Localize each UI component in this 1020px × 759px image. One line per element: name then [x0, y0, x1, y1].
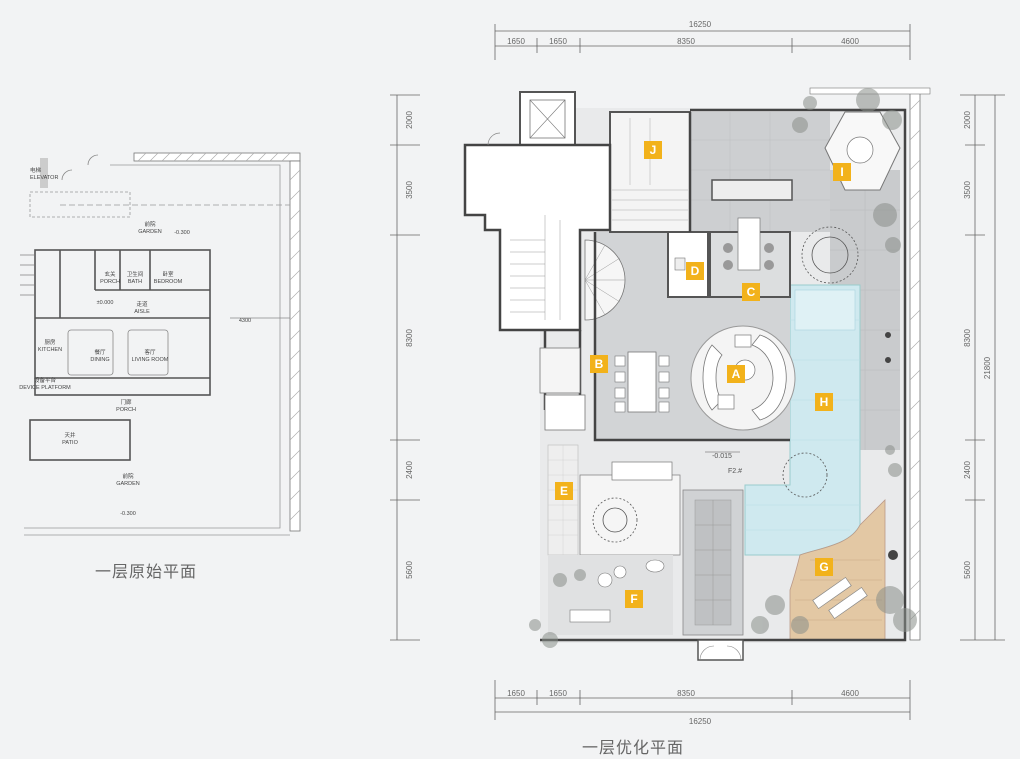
orig-porch2-cn: 门廊 — [120, 398, 132, 406]
dim-top-seg-1: 1650 — [507, 37, 525, 46]
orig-patio-en: PATIO — [62, 440, 78, 446]
dim-bottom-seg-1: 1650 — [507, 689, 525, 698]
dim-bottom-seg-2: 1650 — [549, 689, 567, 698]
orig-living-cn: 客厅 — [144, 348, 156, 356]
dim-bottom-total: 16250 — [689, 717, 712, 726]
orig-device-cn: 设备平台 — [34, 376, 57, 384]
orig-aisle-cn: 走道 — [136, 300, 148, 308]
dim-right-seg-2: 3500 — [963, 181, 972, 199]
orig-kitchen-cn: 厨房 — [44, 338, 56, 346]
caption-optimized-plan: 一层优化平面 — [582, 738, 685, 757]
orig-kitchen-en: KITCHEN — [38, 347, 62, 353]
orig-bath-cn: 卫生间 — [127, 270, 144, 278]
room-tag-e: E — [555, 482, 573, 500]
orig-elevator-cn: 电梯 — [30, 166, 42, 174]
orig-garden-top-en: GARDEN — [138, 229, 162, 235]
orig-device-en: DEVICE PLATFORM — [19, 385, 71, 391]
room-tag-d: D — [686, 262, 704, 280]
opt-tree-courtyard — [592, 497, 638, 543]
dim-right-seg-5: 5600 — [963, 561, 972, 579]
dim-right-total: 21800 — [983, 356, 992, 379]
opt-right-boundary-wall — [909, 91, 921, 641]
orig-bath-en: BATH — [128, 279, 142, 285]
orig-dim-4300: 4300 — [239, 318, 251, 324]
orig-garden-bottom-en: GARDEN — [116, 481, 140, 487]
dim-top-seg-2: 1650 — [549, 37, 567, 46]
room-tag-i: I — [833, 163, 851, 181]
orig-porch-en: PORCH — [100, 279, 120, 285]
dim-bottom-seg-3: 8350 — [677, 689, 695, 698]
dim-top-total: 16250 — [689, 20, 712, 29]
orig-level-zero: ±0.000 — [97, 300, 114, 306]
opt-level-main: -0.015 — [712, 453, 732, 460]
dim-left-seg-1: 2000 — [405, 111, 414, 129]
opt-tree-top-right — [801, 226, 859, 284]
room-tag-b: B — [590, 355, 608, 373]
dim-left-seg-2: 3500 — [405, 181, 414, 199]
opt-room-b-counter — [539, 347, 581, 394]
orig-bedroom-cn: 卧室 — [162, 270, 174, 278]
room-tag-c: C — [742, 283, 760, 301]
orig-living-en: LIVING ROOM — [132, 357, 169, 363]
orig-patio-cn: 天井 — [64, 431, 76, 439]
dim-top-seg-4: 4600 — [841, 37, 859, 46]
orig-garden-bottom-level: -0.300 — [120, 511, 136, 517]
opt-level-f2: F2.# — [728, 468, 742, 475]
orig-porch-cn: 玄关 — [104, 270, 116, 278]
orig-dining-en: DINING — [90, 357, 109, 363]
original-floor-plan: 前院 GARDEN -0.300 电梯 ELEVATOR 玄关 PORCH 卫生… — [19, 152, 301, 536]
orig-garden-top-level: -0.300 — [174, 230, 190, 236]
orig-right-wall — [289, 160, 301, 532]
room-tag-a: A — [727, 365, 745, 383]
dim-left-seg-5: 5600 — [405, 561, 414, 579]
opt-inner-courtyard — [579, 474, 681, 556]
dim-left-seg-4: 2400 — [405, 461, 414, 479]
dim-right-seg-4: 2400 — [963, 461, 972, 479]
orig-dining-cn: 餐厅 — [94, 348, 106, 356]
orig-garden-bottom-cn: 前院 — [122, 472, 134, 480]
orig-top-wall — [133, 152, 301, 162]
opt-dining-table — [627, 351, 657, 413]
orig-porch2-en: PORCH — [116, 407, 136, 413]
dim-left-seg-3: 8300 — [405, 329, 414, 347]
opt-stair-tower — [463, 143, 612, 332]
room-tag-h: H — [815, 393, 833, 411]
room-tag-j: J — [644, 141, 662, 159]
room-tag-f: F — [625, 590, 643, 608]
room-tag-g: G — [815, 558, 833, 576]
opt-deck-g — [789, 499, 886, 641]
orig-aisle-en: AISLE — [134, 309, 150, 315]
dim-top-seg-3: 8350 — [677, 37, 695, 46]
opt-top-courtyard — [690, 112, 830, 232]
dim-right-seg-1: 2000 — [963, 111, 972, 129]
caption-original-plan: 一层原始平面 — [95, 562, 198, 581]
orig-elevator-en: ELEVATOR — [30, 175, 58, 181]
dim-bottom-seg-4: 4600 — [841, 689, 859, 698]
optimized-floor-plan: 16250 1650 1650 8350 4600 1650 1650 8350… — [390, 20, 1005, 726]
orig-bedroom-en: BEDROOM — [154, 279, 183, 285]
orig-garden-top-cn: 前院 — [144, 220, 156, 228]
dim-right-seg-3: 8300 — [963, 329, 972, 347]
